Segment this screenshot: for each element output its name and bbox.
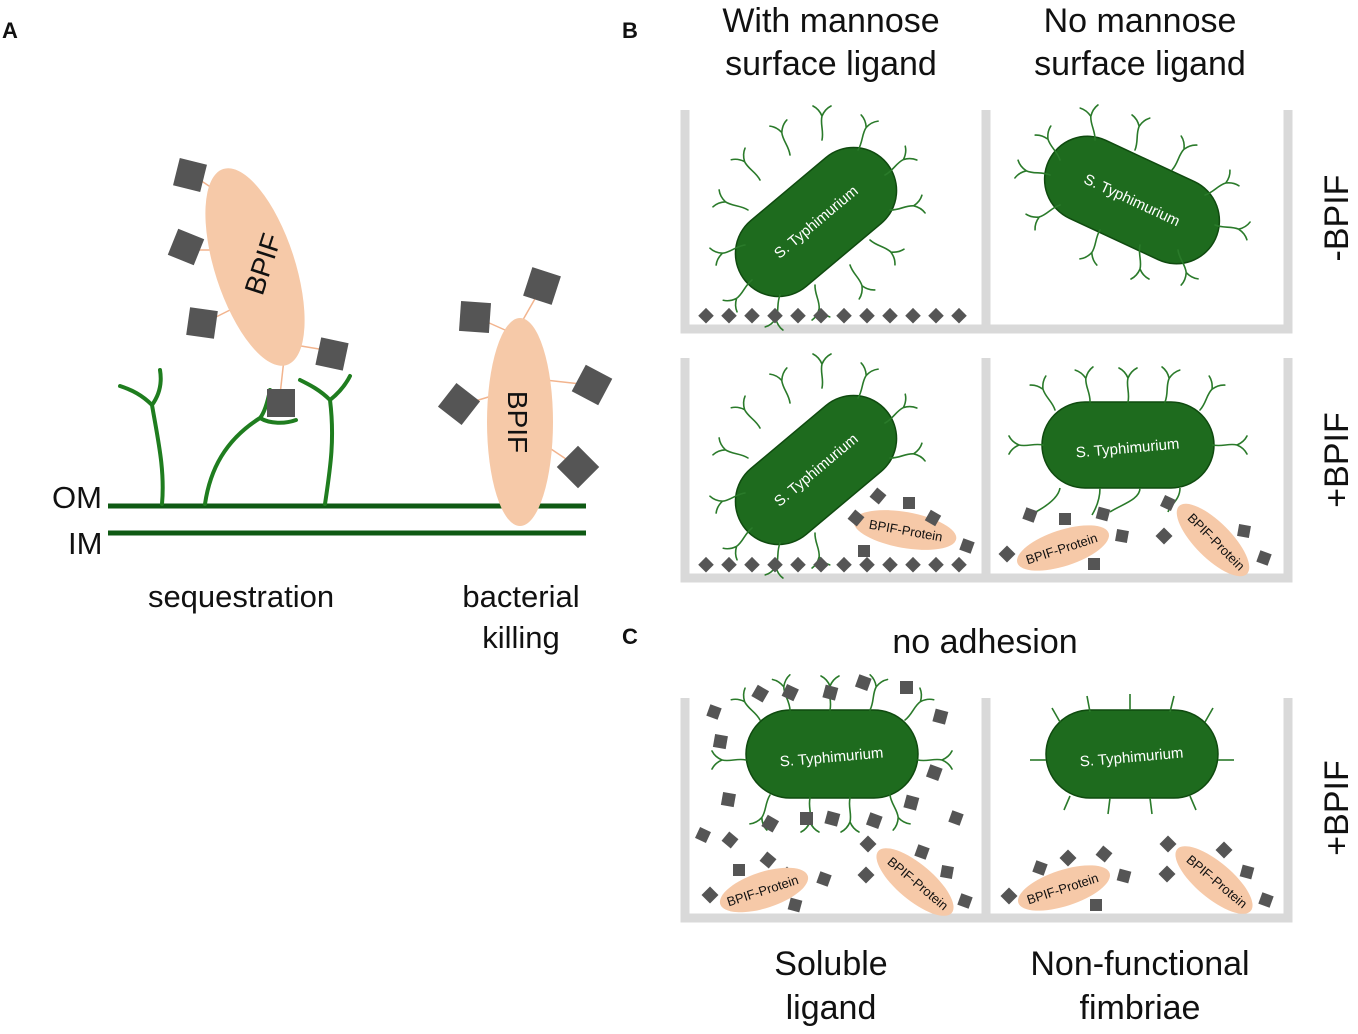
bacterium-b2: S. Typhimurium: [1043, 135, 1221, 265]
bpif-sequestering: BPIF: [167, 158, 349, 417]
panel-a-illustration: OM IM BPIF: [52, 158, 613, 655]
bacterium-body: [745, 709, 919, 799]
bpif-label-kill: BPIF: [502, 391, 533, 453]
ligand-square: [267, 389, 295, 417]
c-col1-label-line1: Soluble: [774, 945, 887, 983]
c-col2-label-line2: fimbriae: [1080, 989, 1201, 1027]
ligand-square: [173, 158, 207, 192]
bpif-protein-ellipse: [205, 168, 305, 366]
ligand-square: [458, 300, 492, 334]
bacterium-b4: S. Typhimurium: [1041, 401, 1215, 489]
panel-label-a: A: [2, 18, 18, 43]
row3-label-plus-bpif: +BPIF: [1318, 760, 1356, 855]
bacterium-body: [1043, 135, 1221, 265]
membrane-fimbriae: [118, 368, 352, 506]
col2-header-line2: surface ligand: [1034, 45, 1246, 83]
bpif-protein-ellipse: [487, 318, 553, 526]
bpif-protein-b4-left: BPIF-Protein: [1017, 525, 1109, 571]
row1-label-minus-bpif: -BPIF: [1318, 175, 1356, 262]
ligand-square: [437, 382, 481, 426]
fimbriae-c2-nonfunctional: [1030, 694, 1234, 815]
c-col1-label-line2: ligand: [786, 989, 877, 1027]
om-label: OM: [52, 480, 102, 515]
ligand-square: [186, 307, 218, 339]
ligands-c2: [1000, 835, 1274, 911]
bpif-protein-c1-right: BPIF-Protein: [876, 848, 954, 916]
ligands-b4: [998, 495, 1272, 570]
ligand-square: [556, 445, 600, 489]
killing-label-line1: bacterial: [462, 579, 579, 614]
col2-header-line1: No mannose: [1044, 2, 1237, 40]
surface-ligand-row-b1: [698, 307, 967, 324]
bacterium-c1: S. Typhimurium: [745, 709, 919, 799]
bacterium-body: [734, 146, 898, 298]
well-row1: [680, 110, 1293, 334]
bpif-protein-c2-right: BPIF-Protein: [1175, 846, 1253, 914]
ligand-square: [167, 228, 205, 266]
well-row3: [680, 698, 1293, 923]
bacterium-b1: S. Typhimurium: [734, 146, 898, 298]
well-row2: [680, 358, 1293, 583]
col1-header-line2: surface ligand: [725, 45, 937, 83]
sequestration-label: sequestration: [148, 579, 334, 614]
bacterium-b3: S. Typhimurium: [734, 394, 898, 546]
col1-header-line1: With mannose: [722, 2, 939, 40]
bpif-killing: BPIF: [437, 267, 613, 526]
no-adhesion-title: no adhesion: [892, 623, 1077, 661]
c-col2-label-line1: Non-functional: [1030, 945, 1249, 983]
surface-ligand-row-b3: [698, 556, 967, 573]
panel-label-c: C: [622, 624, 638, 649]
bacterium-c2: S. Typhimurium: [1045, 709, 1219, 799]
ligand-square: [523, 267, 561, 305]
ligand-square: [315, 337, 349, 371]
bpif-protein-b4-right: BPIF-Protein: [1176, 503, 1250, 577]
row2-label-plus-bpif: +BPIF: [1318, 412, 1356, 507]
im-label: IM: [68, 526, 102, 561]
ligand-square: [571, 364, 613, 406]
panel-label-b: B: [622, 18, 638, 43]
bacterium-body: [734, 394, 898, 546]
killing-label-line2: killing: [482, 620, 560, 655]
ligands-b3: [847, 487, 975, 557]
bacterium-body: [1045, 709, 1219, 799]
